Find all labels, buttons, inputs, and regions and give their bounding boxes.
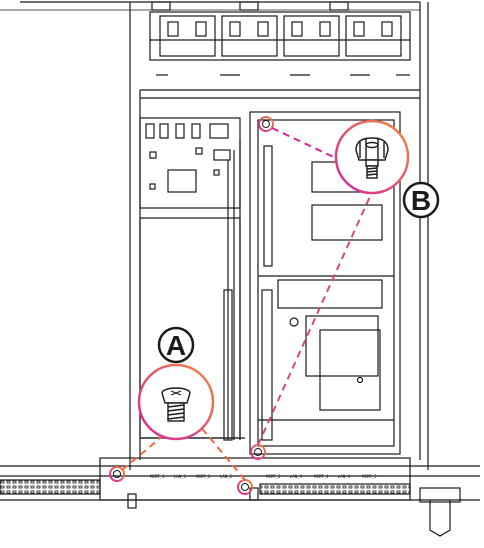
port-label: MGMT_4 <box>314 474 329 479</box>
front-panel <box>0 457 480 537</box>
riser-cage <box>249 111 401 455</box>
leader-line-b-top <box>271 127 341 161</box>
screw-location-left <box>109 466 125 482</box>
screw-location-bottom <box>237 479 253 495</box>
port-label: LAN_3 <box>290 474 303 479</box>
port-label: MGMT_3 <box>266 474 281 479</box>
motherboard <box>139 117 245 441</box>
chassis-frame <box>0 1 429 470</box>
port-label-row: MGMT_1 LAN_1 MGMT_2 LAN_2 MGMT_3 LAN_3 M… <box>150 474 377 479</box>
fan-bank <box>149 1 411 76</box>
leader-line-b-mid <box>257 191 373 446</box>
callout-b-thumbscrew <box>334 119 410 195</box>
label-a: A <box>157 326 195 364</box>
thumbscrew-icon <box>355 137 389 179</box>
label-b: B <box>402 181 440 219</box>
screw-icon <box>161 387 191 422</box>
screw-location-mid <box>250 444 266 460</box>
port-label: LAN_1 <box>174 474 187 479</box>
port-label: MGMT_5 <box>362 474 377 479</box>
port-label: MGMT_1 <box>150 474 165 479</box>
screw-location-top <box>258 116 274 132</box>
callout-a-screw <box>137 363 215 441</box>
port-label: LAN_4 <box>338 474 351 479</box>
leader-line-a-bottom <box>194 419 246 481</box>
port-label: LAN_2 <box>220 474 233 479</box>
label-b-text: B <box>411 185 431 216</box>
label-a-text: A <box>166 330 186 361</box>
port-label: MGMT_2 <box>196 474 211 479</box>
